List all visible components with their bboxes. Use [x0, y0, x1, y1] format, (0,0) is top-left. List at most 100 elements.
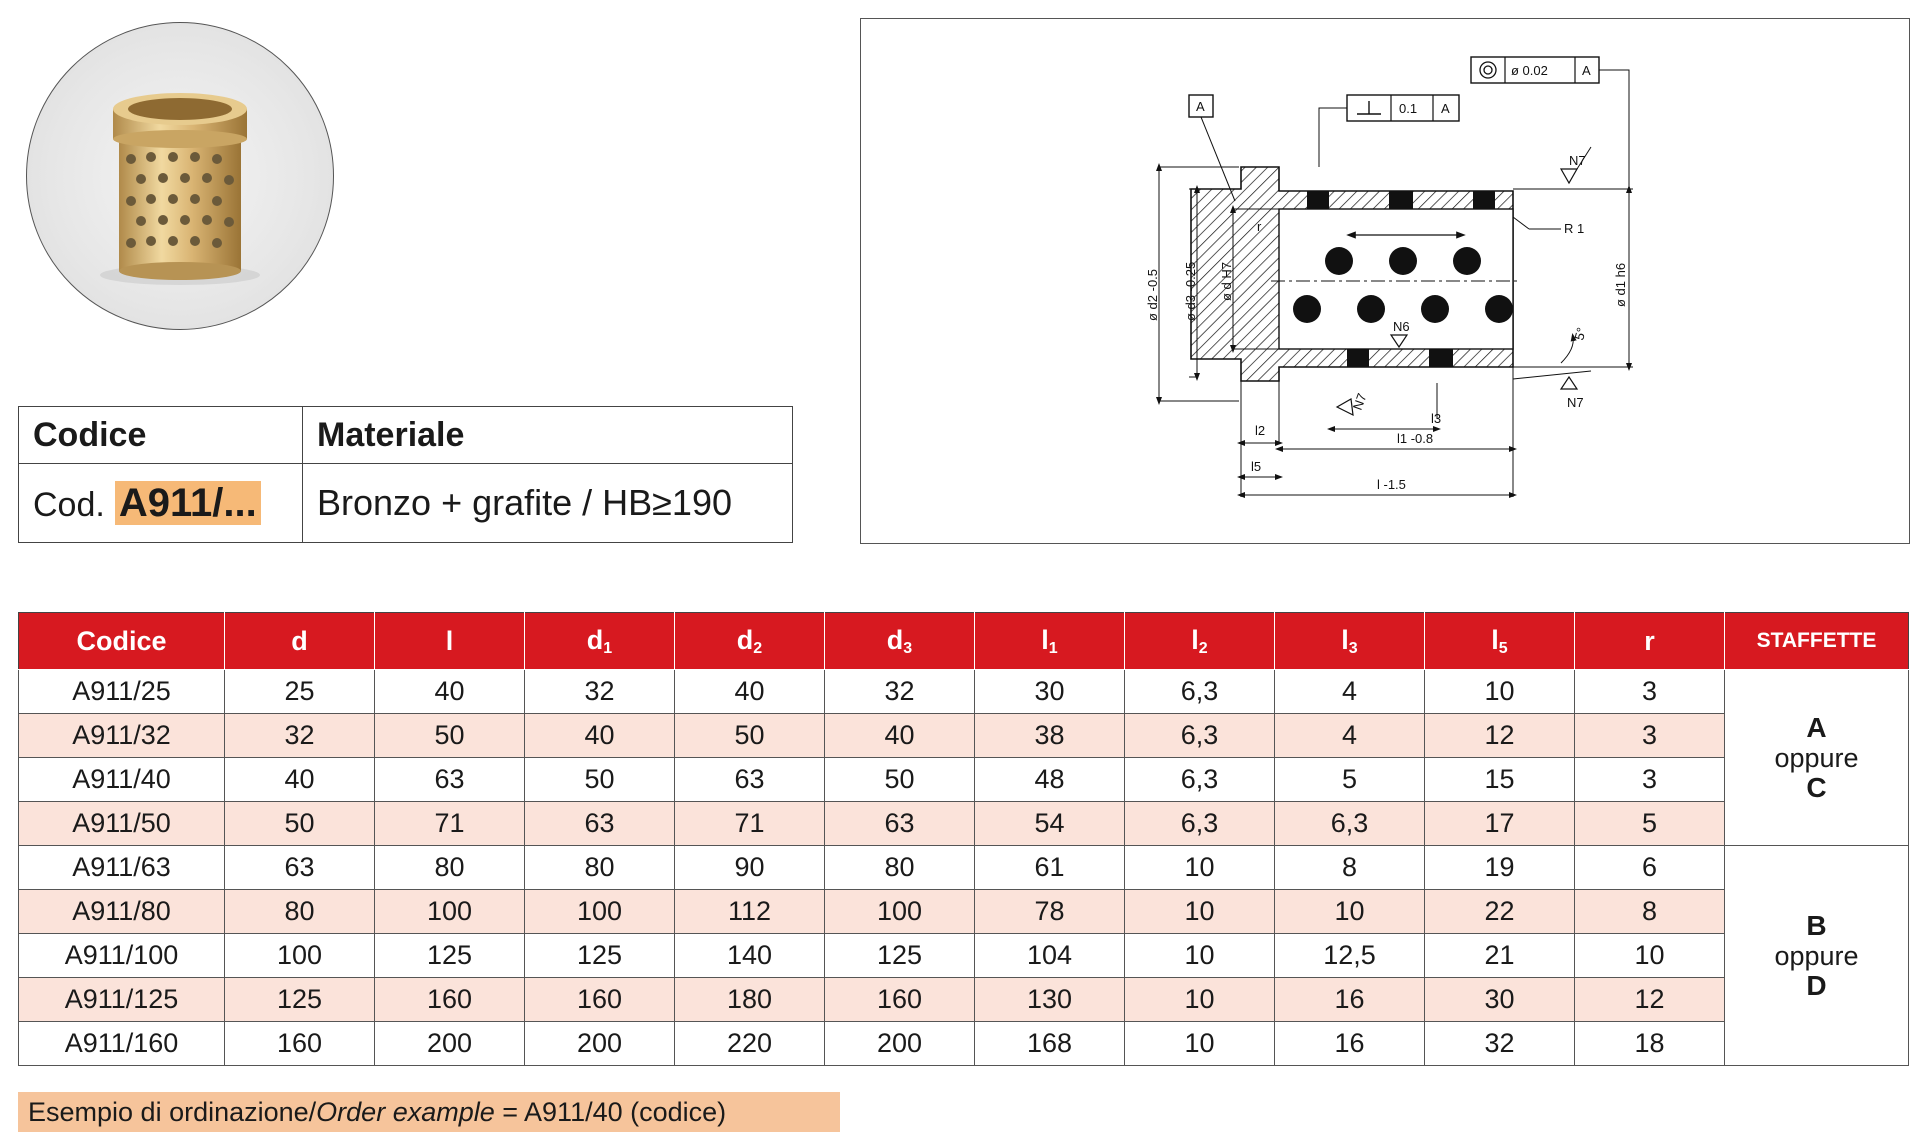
- table-cell: 48: [974, 757, 1125, 802]
- table-cell: 10: [1124, 1021, 1275, 1066]
- order-example-italic: Order example: [316, 1097, 495, 1127]
- table-cell: 32: [524, 669, 675, 714]
- table-cell: 140: [674, 933, 825, 978]
- table-cell: 38: [974, 713, 1125, 758]
- table-cell: 10: [1274, 889, 1425, 934]
- table-cell: 3: [1574, 669, 1725, 714]
- table-cell: 104: [974, 933, 1125, 978]
- table-cell: 200: [374, 1021, 525, 1066]
- staffette-mid: oppure: [1774, 940, 1859, 971]
- table-cell: 63: [224, 845, 375, 890]
- table-cell: 18: [1574, 1021, 1725, 1066]
- table-cell: 54: [974, 801, 1125, 846]
- table-cell: 17: [1424, 801, 1575, 846]
- table-cell: 125: [374, 933, 525, 978]
- table-cell: 6,3: [1124, 801, 1275, 846]
- col-header-d3: d3: [824, 612, 975, 670]
- staffette-bottom: C: [1806, 771, 1827, 803]
- d3-label: ø d3 -0.25: [1183, 262, 1198, 321]
- product-image: [26, 22, 334, 330]
- code-prefix: Cod.: [33, 485, 105, 524]
- table-cell: A911/32: [18, 713, 225, 758]
- table-cell: 125: [224, 977, 375, 1022]
- col-header-staffette: STAFFETTE: [1724, 612, 1909, 670]
- l5-label: l5: [1251, 459, 1261, 474]
- table-cell: 25: [224, 669, 375, 714]
- table-cell: 6: [1574, 845, 1725, 890]
- table-cell: 6,3: [1274, 801, 1425, 846]
- table-cell: A911/80: [18, 889, 225, 934]
- bushing-illustration: [100, 93, 260, 285]
- table-cell: 40: [374, 669, 525, 714]
- table-cell: A911/125: [18, 977, 225, 1022]
- table-cell: 5: [1574, 801, 1725, 846]
- table-cell: 200: [524, 1021, 675, 1066]
- col-header-codice: Codice: [18, 612, 225, 670]
- table-cell: 50: [674, 713, 825, 758]
- table-cell: 3: [1574, 713, 1725, 758]
- table-cell: 22: [1424, 889, 1575, 934]
- angle-label: 5°: [1571, 326, 1589, 342]
- table-cell: 6,3: [1124, 713, 1275, 758]
- table-cell: 180: [674, 977, 825, 1022]
- table-cell: 10: [1124, 845, 1275, 890]
- table-cell: 10: [1574, 933, 1725, 978]
- table-cell: A911/63: [18, 845, 225, 890]
- table-cell: 200: [824, 1021, 975, 1066]
- table-cell: 30: [974, 669, 1125, 714]
- table-cell: 168: [974, 1021, 1125, 1066]
- r-label: r: [1257, 219, 1262, 234]
- table-cell: 8: [1274, 845, 1425, 890]
- table-cell: 15: [1424, 757, 1575, 802]
- table-cell: 63: [374, 757, 525, 802]
- col-header-l2: l2: [1124, 612, 1275, 670]
- table-cell: 160: [224, 1021, 375, 1066]
- col-header-d1: d1: [524, 612, 675, 670]
- table-cell: 40: [824, 713, 975, 758]
- table-cell: 32: [1424, 1021, 1575, 1066]
- table-cell: 32: [824, 669, 975, 714]
- col-header-l1: l1: [974, 612, 1125, 670]
- table-cell: 50: [524, 757, 675, 802]
- table-cell: 3: [1574, 757, 1725, 802]
- table-cell: 4: [1274, 713, 1425, 758]
- table-cell: 6,3: [1124, 757, 1275, 802]
- code-cell: Cod. A911/...: [18, 463, 303, 543]
- table-cell: 10: [1124, 933, 1275, 978]
- staffette-mid: oppure: [1774, 742, 1859, 773]
- table-cell: 16: [1274, 1021, 1425, 1066]
- table-cell: 12: [1574, 977, 1725, 1022]
- order-example: Esempio di ordinazione/Order example = A…: [18, 1092, 840, 1132]
- table-cell: 40: [674, 669, 825, 714]
- table-cell: 125: [524, 933, 675, 978]
- table-cell: 71: [674, 801, 825, 846]
- table-cell: 12,5: [1274, 933, 1425, 978]
- table-cell: 6,3: [1124, 669, 1275, 714]
- l1-label: l1 -0.8: [1397, 431, 1433, 446]
- perp-tolerance: 0.1: [1399, 101, 1417, 116]
- table-cell: 63: [674, 757, 825, 802]
- technical-drawing: A 0.1 A ø 0.02 A: [860, 18, 1910, 544]
- l3-label: l3: [1431, 411, 1441, 426]
- table-cell: 16: [1274, 977, 1425, 1022]
- table-cell: 19: [1424, 845, 1575, 890]
- col-header-l3: l3: [1274, 612, 1425, 670]
- table-cell: 112: [674, 889, 825, 934]
- bushing-drawing: A 0.1 A ø 0.02 A: [1145, 56, 1633, 498]
- code-header: Codice: [18, 406, 303, 464]
- material-header: Materiale: [302, 406, 793, 464]
- staffette-top: A: [1806, 711, 1827, 743]
- table-cell: A911/50: [18, 801, 225, 846]
- table-cell: 63: [524, 801, 675, 846]
- table-cell: 78: [974, 889, 1125, 934]
- l2-label: l2: [1255, 423, 1265, 438]
- table-cell: 5: [1274, 757, 1425, 802]
- table-cell: 50: [224, 801, 375, 846]
- table-cell: 80: [824, 845, 975, 890]
- table-cell: 100: [224, 933, 375, 978]
- table-cell: 100: [824, 889, 975, 934]
